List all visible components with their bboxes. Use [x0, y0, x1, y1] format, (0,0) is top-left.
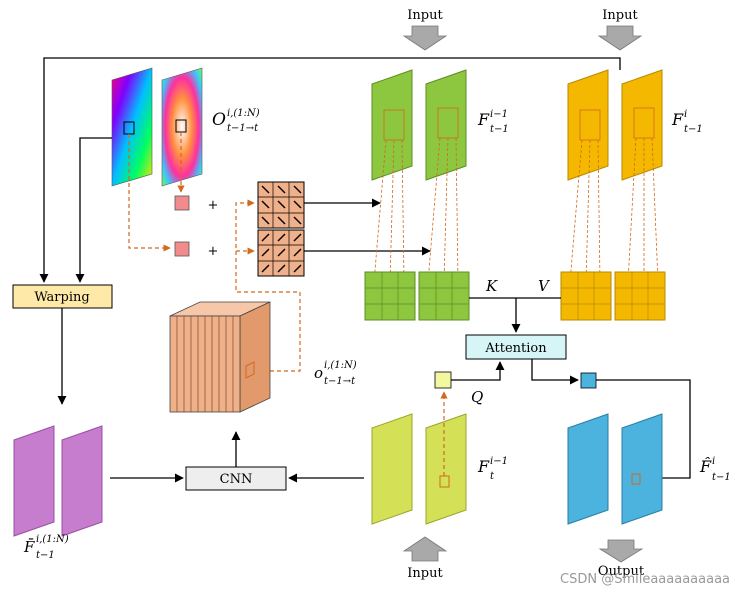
svg-text:t−1: t−1: [490, 124, 509, 135]
k-label: K: [485, 277, 498, 295]
input-top-right: Input: [597, 8, 643, 51]
output-features: [567, 413, 663, 525]
flow-image-1: [111, 67, 153, 187]
svg-text:F: F: [477, 457, 490, 476]
svg-text:t−1: t−1: [712, 472, 731, 483]
plus-2: +: [208, 244, 219, 259]
lime-map-1: [371, 413, 413, 525]
lime-map-2: [425, 413, 467, 525]
dashed-cnn-to-grids: [235, 199, 301, 372]
offset-grid-2: [257, 229, 305, 277]
blue-map-2: [621, 413, 663, 525]
svg-text:t−1→t: t−1→t: [227, 123, 259, 134]
svg-text:i−1: i−1: [490, 109, 508, 120]
green-map-1: [371, 69, 413, 181]
f-yellow-label: F i t−1: [671, 109, 703, 135]
cnn-arrows: [110, 431, 364, 483]
purple-map-2: [61, 425, 103, 537]
blue-map-1: [567, 413, 609, 525]
query-square: [434, 371, 452, 389]
input-arrow-up-icon: [402, 536, 448, 562]
o-main-label: O i,(1:N) t−1→t: [212, 108, 260, 134]
offset-square-2: [174, 241, 190, 257]
warping-block: Warping: [12, 284, 113, 309]
cnn-label: CNN: [220, 472, 253, 487]
svg-text:o: o: [314, 364, 323, 382]
warped-features: [13, 425, 103, 537]
svg-text:t−1→t: t−1→t: [324, 376, 356, 387]
output-bottom: Output: [598, 539, 645, 579]
grid-to-feature-arrows: [304, 198, 431, 256]
svg-text:i: i: [684, 109, 687, 120]
dashed-flow-lines: [128, 132, 185, 252]
feature-maps-green: [371, 69, 467, 181]
svg-text:i−1: i−1: [490, 456, 508, 467]
o-small-label: o i,(1:N) t−1→t: [314, 360, 357, 387]
current-features: [371, 413, 467, 525]
feature-maps-yellow: [567, 69, 663, 181]
svg-text:F: F: [671, 110, 684, 129]
output-square: [580, 372, 597, 389]
input-bottom: Input: [402, 536, 448, 581]
yellow-map-1: [567, 69, 609, 181]
optical-flow-images: [111, 67, 203, 187]
output-label: Output: [598, 564, 645, 579]
input-arrow-down-icon: [402, 25, 448, 51]
attention-to-output: [531, 359, 579, 385]
svg-text:i,(1:N): i,(1:N): [227, 108, 260, 119]
attention-label: Attention: [484, 341, 547, 356]
offset-square-1: [174, 195, 190, 211]
f-green-label: F i−1 t−1: [477, 109, 509, 135]
f-bar-label: F̄ i,(1:N) t−1: [23, 534, 69, 561]
output-arrow-down-icon: [598, 539, 644, 563]
output-square-connector: [596, 379, 691, 483]
cnn-block: CNN: [185, 466, 287, 491]
input-arrow-down-icon: [597, 25, 643, 51]
v-label: V: [538, 277, 551, 295]
warping-label: Warping: [34, 290, 89, 305]
svg-text:t−1: t−1: [36, 550, 55, 561]
flow-to-warping: [75, 137, 112, 283]
watermark: CSDN @Smileaaaaaaaaaa: [560, 572, 730, 587]
key-grids: [364, 271, 470, 321]
svg-text:O: O: [212, 110, 226, 130]
svg-text:i: i: [712, 456, 715, 467]
kv-to-attention: [469, 297, 561, 333]
svg-text:i,(1:N): i,(1:N): [36, 534, 69, 545]
input-top-right-label: Input: [602, 8, 638, 23]
flow-image-2: [161, 67, 203, 187]
yellow-map-2: [621, 69, 663, 181]
f-t-label: F i−1 t: [477, 456, 508, 482]
plus-1: +: [208, 198, 219, 213]
input-bottom-label: Input: [407, 566, 443, 581]
svg-text:F: F: [477, 110, 490, 129]
q-label: Q: [471, 388, 483, 406]
sampling-lines: [373, 137, 659, 283]
cnn-output-block: [169, 301, 271, 413]
input-top-left-label: Input: [407, 8, 443, 23]
green-map-2: [425, 69, 467, 181]
value-grids: [560, 271, 666, 321]
svg-text:i,(1:N): i,(1:N): [324, 360, 357, 371]
input-top-left: Input: [402, 8, 448, 51]
top-connector: [39, 57, 621, 283]
svg-text:F̂: F̂: [699, 457, 712, 476]
query-to-attention: [451, 361, 505, 381]
svg-text:F̄: F̄: [23, 538, 35, 556]
attention-block: Attention: [465, 334, 567, 360]
purple-map-1: [13, 425, 55, 537]
offset-grid-1: [257, 181, 305, 229]
svg-text:t−1: t−1: [684, 124, 703, 135]
f-hat-label: F̂ i t−1: [699, 456, 731, 483]
svg-text:t: t: [490, 471, 495, 482]
